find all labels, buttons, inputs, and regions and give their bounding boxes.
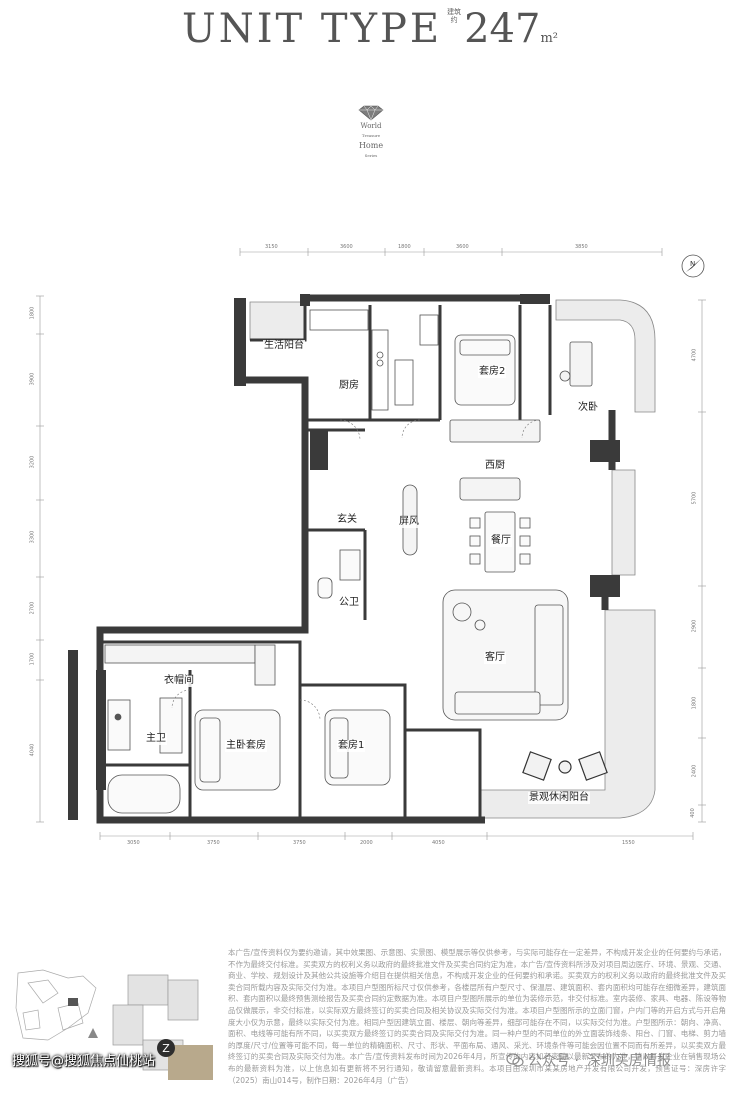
dim-top-5: 3850 <box>575 244 588 250</box>
minimap-badge: Z <box>162 1042 170 1055</box>
room-suite2: 套房2 <box>478 366 507 378</box>
dim-left-6: 1700 <box>29 652 36 666</box>
compass-label: N <box>690 260 696 268</box>
dim-right-1: 4700 <box>691 348 698 362</box>
interior-walls <box>100 302 552 820</box>
room-master-bath: 主卫 <box>145 733 167 745</box>
watermark-account-name: 深圳买房情报 <box>586 1053 671 1069</box>
dim-top-2: 3600 <box>340 244 353 250</box>
room-foyer: 玄关 <box>336 514 358 526</box>
room-master-suite: 主卧套房 <box>225 740 267 752</box>
area-label: 建筑约 <box>447 8 462 24</box>
dim-bottom-2: 3750 <box>207 840 220 846</box>
logo-line-1: World <box>360 122 382 130</box>
watermark-pub-label: 公众号 · <box>528 1053 579 1069</box>
cloakroom-cabinets <box>104 644 276 686</box>
master-bath-fixtures <box>107 697 183 814</box>
room-second-bedroom: 次卧 <box>577 402 599 414</box>
second-bedroom-desk <box>559 341 593 387</box>
wall-columns <box>68 294 620 820</box>
dim-right-6: 400 <box>689 808 696 818</box>
footer: Z 本广告/宣传资料仅为要约邀请，其中效果图、示意图、实景图、模型展示等仅供参考… <box>0 940 740 1103</box>
disclaimer-text: 本广告/宣传资料仅为要约邀请，其中效果图、示意图、实景图、模型展示等仅供参考，与… <box>228 948 726 1085</box>
dim-left-7: 4040 <box>29 743 36 757</box>
room-cloakroom: 衣帽间 <box>163 675 195 687</box>
public-bath-fixtures <box>317 549 361 599</box>
room-suite1: 套房1 <box>337 740 366 752</box>
wechat-icon <box>506 1053 524 1067</box>
kitchen-fixtures <box>309 309 439 411</box>
dim-bottom-1: 3050 <box>127 840 140 846</box>
title-text: UNIT TYPE <box>181 6 443 52</box>
logo-line-2: Treasure <box>361 133 381 138</box>
dim-right-2: 5700 <box>691 491 698 505</box>
door-swings <box>171 419 541 721</box>
site-plan-thumbnail <box>15 969 98 1041</box>
compass-icon <box>681 254 705 278</box>
dim-top-4: 3600 <box>456 244 469 250</box>
room-west-kitchen: 西厨 <box>484 460 506 472</box>
building-key-plan: Z <box>112 974 213 1080</box>
dim-bottom-3: 3750 <box>293 840 306 846</box>
dim-right-4: 1800 <box>691 696 698 710</box>
dim-right-3: 2900 <box>691 619 698 633</box>
room-kitchen: 厨房 <box>338 380 360 392</box>
dim-bottom-6: 1550 <box>622 840 635 846</box>
west-kitchen-counter <box>449 419 541 501</box>
logo-line-4: Series <box>364 153 378 158</box>
dim-bottom-4: 2000 <box>360 840 373 846</box>
dim-left-4: 3300 <box>29 530 36 544</box>
dimension-lines <box>36 248 706 840</box>
dim-left-2: 3900 <box>29 372 36 386</box>
watermark-sohu: 搜狐号@搜狐焦点仙桃站 <box>12 1054 156 1069</box>
room-living: 客厅 <box>484 652 506 664</box>
dim-right-5: 2400 <box>691 764 698 778</box>
dim-bottom-5: 4050 <box>432 840 445 846</box>
area-unit: m² <box>540 31 558 46</box>
logo-line-3: Home <box>358 141 384 150</box>
diamond-icon <box>358 105 384 121</box>
room-screen: 屏风 <box>398 516 420 528</box>
room-dining: 餐厅 <box>490 535 512 547</box>
room-public-bath: 公卫 <box>338 597 360 609</box>
balcony-areas <box>249 299 656 819</box>
floor-plan-drawing <box>36 248 706 840</box>
watermark-wechat: 公众号 · 深圳买房情报 <box>506 1050 671 1070</box>
brand-logo: World Treasure Home Series <box>348 105 394 161</box>
dim-left-1: 1800 <box>29 306 36 320</box>
dim-top-1: 3150 <box>265 244 278 250</box>
area-value: 247 <box>464 6 541 52</box>
dim-left-3: 3200 <box>29 455 36 469</box>
room-view-balcony: 景观休闲阳台 <box>528 792 590 804</box>
room-balcony-life: 生活阳台 <box>263 340 305 352</box>
dim-left-5: 2700 <box>29 601 36 615</box>
dim-top-3: 1800 <box>398 244 411 250</box>
floor-plan: 生活阳台 厨房 套房2 次卧 西厨 玄关 屏风 餐厅 公卫 客厅 衣帽间 主卫 … <box>0 230 740 870</box>
balcony-chairs <box>522 751 608 781</box>
